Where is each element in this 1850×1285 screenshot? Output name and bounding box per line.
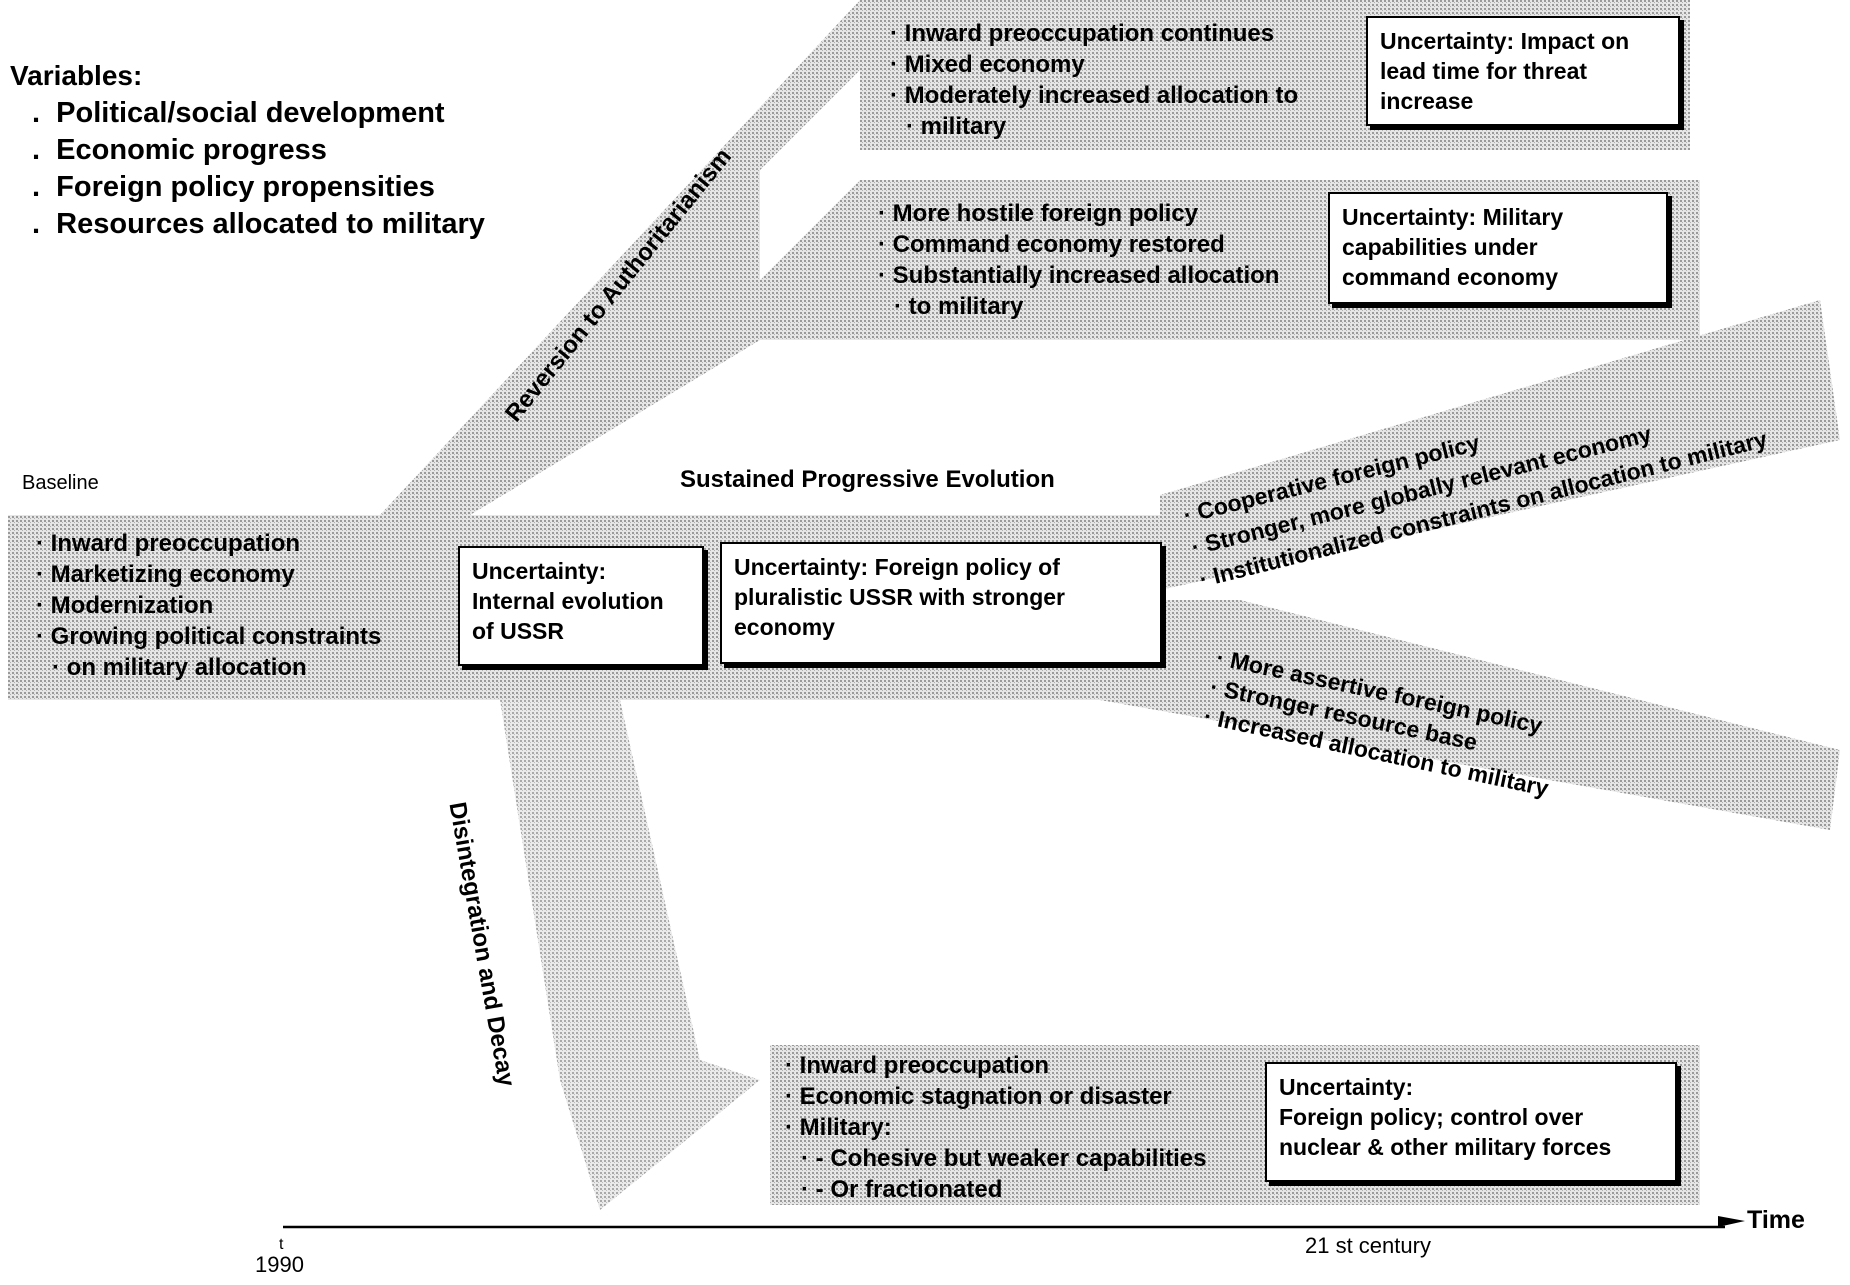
variables-list: Political/social development Economic pr… <box>32 95 485 243</box>
baseline-bullet: Modernization <box>36 590 381 621</box>
uncertainty-text: Uncertainty: Impact on <box>1380 28 1630 54</box>
uncertainty-box-lead-time: Uncertainty: Impact on lead time for thr… <box>1366 16 1680 126</box>
uncertainty-text: Uncertainty: Military <box>1342 204 1564 230</box>
baseline-bullets: Inward preoccupation Marketizing economy… <box>36 528 382 683</box>
decay-branch-bullet: Economic stagnation or disaster <box>785 1081 1206 1112</box>
hostile-branch-bullet-continued: to military <box>878 291 1279 322</box>
uncertainty-box-command-economy: Uncertainty: Military capabilities under… <box>1328 192 1668 304</box>
uncertainty-text: command economy <box>1342 264 1558 290</box>
timeline-arrow <box>283 1216 1745 1229</box>
uncertainty-text: capabilities under <box>1342 234 1538 260</box>
variable-item: Economic progress <box>32 132 485 169</box>
uncertainty-text: pluralistic USSR with stronger <box>734 584 1065 610</box>
uncertainty-box-internal-evolution: Uncertainty: Internal evolution of USSR <box>458 546 704 666</box>
baseline-label: Baseline <box>22 472 99 494</box>
uncertainty-box-pluralistic-foreign-policy: Uncertainty: Foreign policy of pluralist… <box>720 542 1162 664</box>
uncertainty-text: Uncertainty: <box>472 558 607 584</box>
uncertainty-text: Internal evolution <box>472 588 664 614</box>
uncertainty-text: Uncertainty: Foreign policy of <box>734 554 1060 580</box>
mixed-branch-bullet: Mixed economy <box>890 49 1298 80</box>
timeline-start-tick: t <box>279 1236 284 1253</box>
uncertainty-box-nuclear-control: Uncertainty: Foreign policy; control ove… <box>1265 1062 1677 1182</box>
uncertainty-text: nuclear & other military forces <box>1279 1134 1612 1160</box>
variable-item: Resources allocated to military <box>32 206 485 243</box>
baseline-bullet: Marketizing economy <box>36 559 381 590</box>
variables-heading: Variables: <box>10 60 143 91</box>
uncertainty-text: increase <box>1380 88 1474 114</box>
mixed-branch-bullet: Moderately increased allocation to <box>890 80 1298 111</box>
baseline-bullet-continued: on military allocation <box>36 652 381 683</box>
timeline-start-label: 1990 <box>255 1252 304 1277</box>
baseline-bullet: Growing political constraints <box>36 621 382 652</box>
mixed-branch-bullets: Inward preoccupation continues Mixed eco… <box>890 18 1298 142</box>
baseline-bullet: Inward preoccupation <box>36 528 381 559</box>
uncertainty-text: lead time for threat <box>1380 58 1588 84</box>
hostile-branch-bullet: More hostile foreign policy <box>878 198 1279 229</box>
uncertainty-text: of USSR <box>472 618 564 644</box>
variable-item: Political/social development <box>32 95 485 132</box>
hostile-branch-bullet: Substantially increased allocation <box>878 260 1280 291</box>
variable-item: Foreign policy propensities <box>32 169 485 206</box>
decay-branch-sub-bullet: - Or fractionated <box>785 1174 1206 1205</box>
mixed-branch-bullet-continued: military <box>890 111 1298 142</box>
decay-branch-bullets: Inward preoccupation Economic stagnation… <box>785 1050 1207 1205</box>
uncertainty-text: economy <box>734 614 835 640</box>
uncertainty-text: Foreign policy; control over <box>1279 1104 1584 1130</box>
hostile-branch-bullet: Command economy restored <box>878 229 1279 260</box>
timeline-end-label: Time <box>1747 1206 1805 1234</box>
time-arrowhead <box>1718 1216 1745 1227</box>
progressive-path-label: Sustained Progressive Evolution <box>680 466 1055 493</box>
timeline-mid-label: 21 st century <box>1305 1233 1431 1258</box>
decay-branch-bullet: Military: <box>785 1112 1206 1143</box>
mixed-branch-bullet: Inward preoccupation continues <box>890 18 1298 49</box>
hostile-branch-bullets: More hostile foreign policy Command econ… <box>878 198 1280 322</box>
uncertainty-text: Uncertainty: <box>1279 1074 1414 1100</box>
decay-branch-bullet: Inward preoccupation <box>785 1050 1206 1081</box>
decay-branch-sub-bullet: - Cohesive but weaker capabilities <box>785 1143 1207 1174</box>
decay-trunk-band <box>500 700 760 1210</box>
authoritarian-trunk-band <box>380 0 890 515</box>
